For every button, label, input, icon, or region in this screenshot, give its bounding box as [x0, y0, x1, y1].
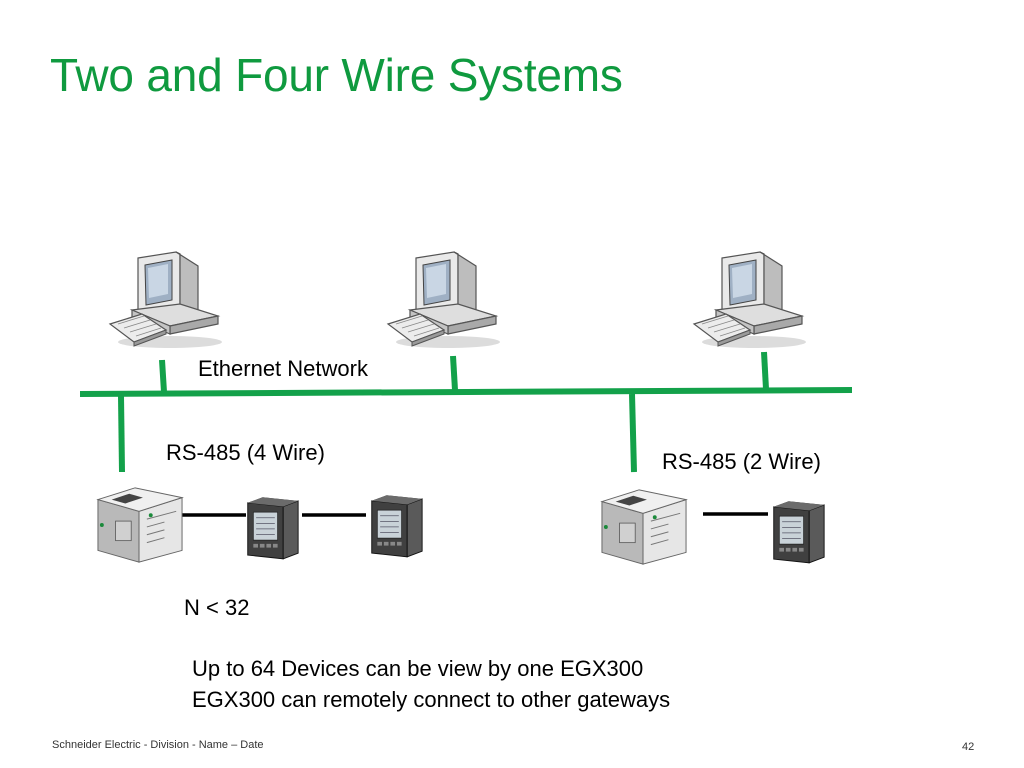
drop-line-computer-1 — [159, 359, 167, 393]
computer-icon — [386, 250, 506, 350]
note-line-1: Up to 64 Devices can be view by one EGX3… — [192, 656, 644, 681]
note-line-2: EGX300 can remotely connect to other gat… — [192, 687, 671, 712]
drop-line-gateway-1 — [118, 395, 125, 473]
gateway-icon — [600, 487, 688, 567]
page-number: 42 — [962, 741, 975, 753]
power-meter-icon — [368, 490, 424, 562]
computer-icon — [108, 250, 228, 350]
rs485-2wire-label: RS-485 (2 Wire) — [662, 449, 821, 474]
slide-title: Two and Four Wire Systems — [50, 49, 623, 101]
gateway-icon — [96, 485, 184, 565]
drop-line-computer-2 — [450, 355, 458, 391]
ethernet-network-label: Ethernet Network — [198, 356, 368, 381]
rs485-4wire-label: RS-485 (4 Wire) — [166, 440, 325, 465]
footer-text: Schneider Electric - Division - Name – D… — [52, 739, 264, 751]
power-meter-icon — [770, 496, 826, 568]
drop-line-gateway-2 — [629, 393, 637, 473]
power-meter-icon — [244, 492, 300, 564]
device-limit-label: N < 32 — [184, 595, 250, 620]
ethernet-bus-line — [79, 387, 853, 397]
drop-line-computer-3 — [761, 351, 769, 390]
computer-icon — [692, 250, 812, 350]
